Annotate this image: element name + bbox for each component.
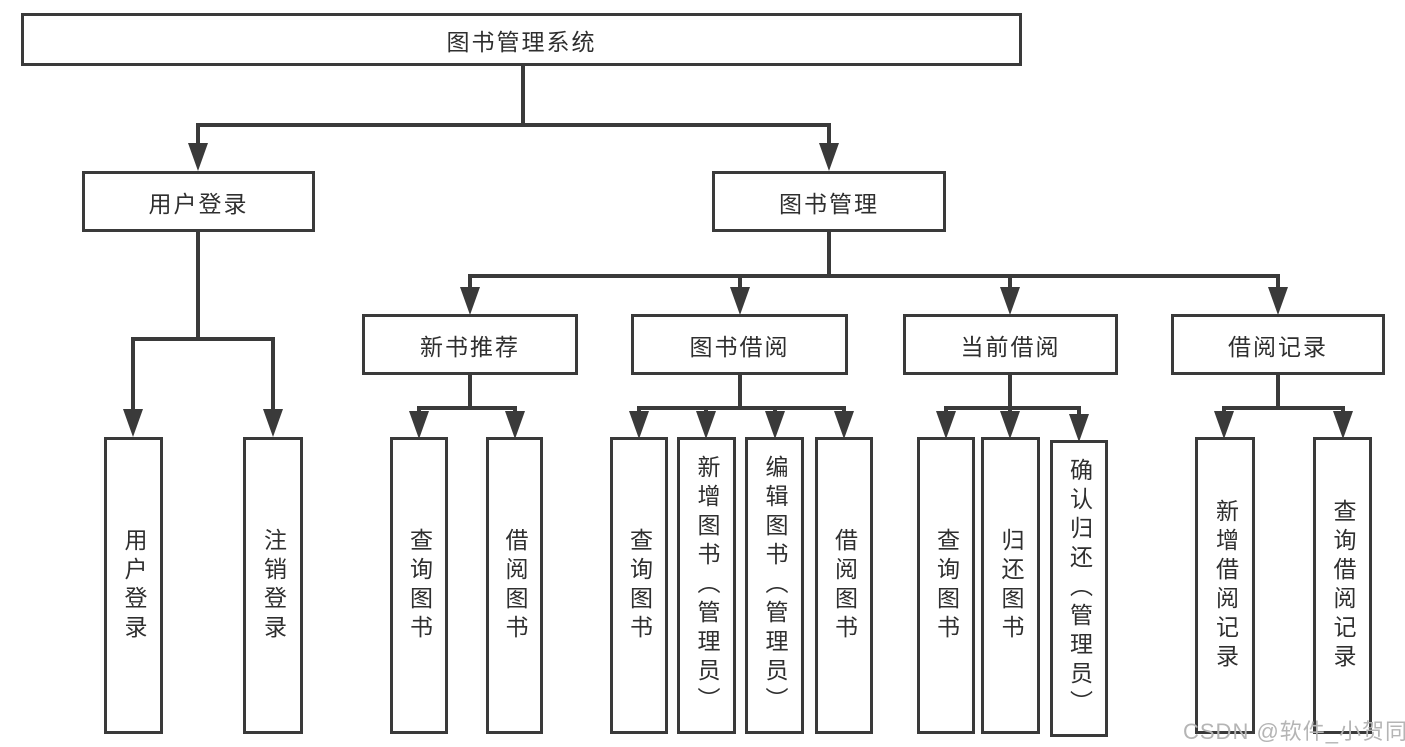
- node-user-login: 用户登录: [82, 171, 315, 232]
- connector-drop: [738, 274, 742, 292]
- csdn-watermark: CSDN @软件_小贺同学: [1183, 719, 1405, 744]
- node-book-borrow: 图书借阅: [631, 314, 848, 375]
- leaf-query-books-recommend: 查询图书: [390, 437, 448, 734]
- leaf-confirm-return-admin: 确认归还（管理员）: [1050, 440, 1108, 737]
- connector-stem: [738, 375, 742, 410]
- connector-level2-rail: [196, 123, 831, 127]
- connector-user-login-rail: [131, 337, 275, 341]
- arrowhead-down-icon: [1333, 411, 1353, 439]
- leaf-add-books-admin: 新增图书（管理员）: [677, 437, 736, 734]
- connector-drop: [271, 337, 275, 415]
- connector-book-mgmt-stem: [827, 232, 831, 278]
- connector-level3-rail: [468, 274, 1280, 278]
- connector-user-login-stem: [196, 232, 200, 339]
- connector-root-stem: [521, 66, 525, 125]
- connector-drop-user-login: [196, 123, 200, 149]
- node-book-management: 图书管理: [712, 171, 946, 232]
- leaf-edit-books-admin: 编辑图书（管理员）: [745, 437, 804, 734]
- connector-rail: [1222, 406, 1345, 410]
- leaf-return-books: 归还图书: [981, 437, 1040, 734]
- arrowhead-down-icon: [1000, 411, 1020, 439]
- arrowhead-down-icon: [730, 287, 750, 315]
- arrowhead-down-icon: [1268, 287, 1288, 315]
- leaf-add-borrow-record: 新增借阅记录: [1195, 437, 1255, 734]
- leaf-query-books-borrow: 查询图书: [610, 437, 668, 734]
- arrowhead-down-icon: [505, 411, 525, 439]
- connector-drop: [1276, 274, 1280, 292]
- node-current-borrow: 当前借阅: [903, 314, 1118, 375]
- connector-stem: [1008, 375, 1012, 410]
- connector-drop: [1077, 406, 1081, 418]
- connector-stem: [468, 375, 472, 410]
- leaf-query-books-current: 查询图书: [917, 437, 975, 734]
- leaf-borrow-books-recommend: 借阅图书: [486, 437, 543, 734]
- arrowhead-down-icon: [765, 411, 785, 439]
- connector-drop: [468, 274, 472, 292]
- connector-drop: [131, 337, 135, 415]
- arrowhead-down-icon: [1069, 414, 1089, 442]
- arrowhead-down-icon: [696, 411, 716, 439]
- arrowhead-down-icon: [629, 411, 649, 439]
- arrowhead-down-icon: [460, 287, 480, 315]
- leaf-user-login: 用户登录: [104, 437, 163, 734]
- connector-rail: [417, 406, 517, 410]
- connector-drop-book-mgmt: [827, 123, 831, 149]
- leaf-logout: 注销登录: [243, 437, 303, 734]
- arrowhead-down-icon: [936, 411, 956, 439]
- node-root-library-system: 图书管理系统: [21, 13, 1022, 66]
- arrowhead-down-icon: [1000, 287, 1020, 315]
- leaf-query-borrow-record: 查询借阅记录: [1313, 437, 1372, 734]
- arrowhead-down-icon: [819, 143, 839, 171]
- arrowhead-down-icon: [188, 143, 208, 171]
- connector-stem: [1276, 375, 1280, 410]
- arrowhead-down-icon: [409, 411, 429, 439]
- arrowhead-down-icon: [263, 409, 283, 437]
- connector-rail: [637, 406, 846, 410]
- connector-drop: [1008, 274, 1012, 292]
- connector-rail: [944, 406, 1081, 410]
- arrowhead-down-icon: [834, 411, 854, 439]
- leaf-borrow-books: 借阅图书: [815, 437, 873, 734]
- node-new-book-recommend: 新书推荐: [362, 314, 578, 375]
- node-borrow-records: 借阅记录: [1171, 314, 1385, 375]
- arrowhead-down-icon: [123, 409, 143, 437]
- arrowhead-down-icon: [1214, 411, 1234, 439]
